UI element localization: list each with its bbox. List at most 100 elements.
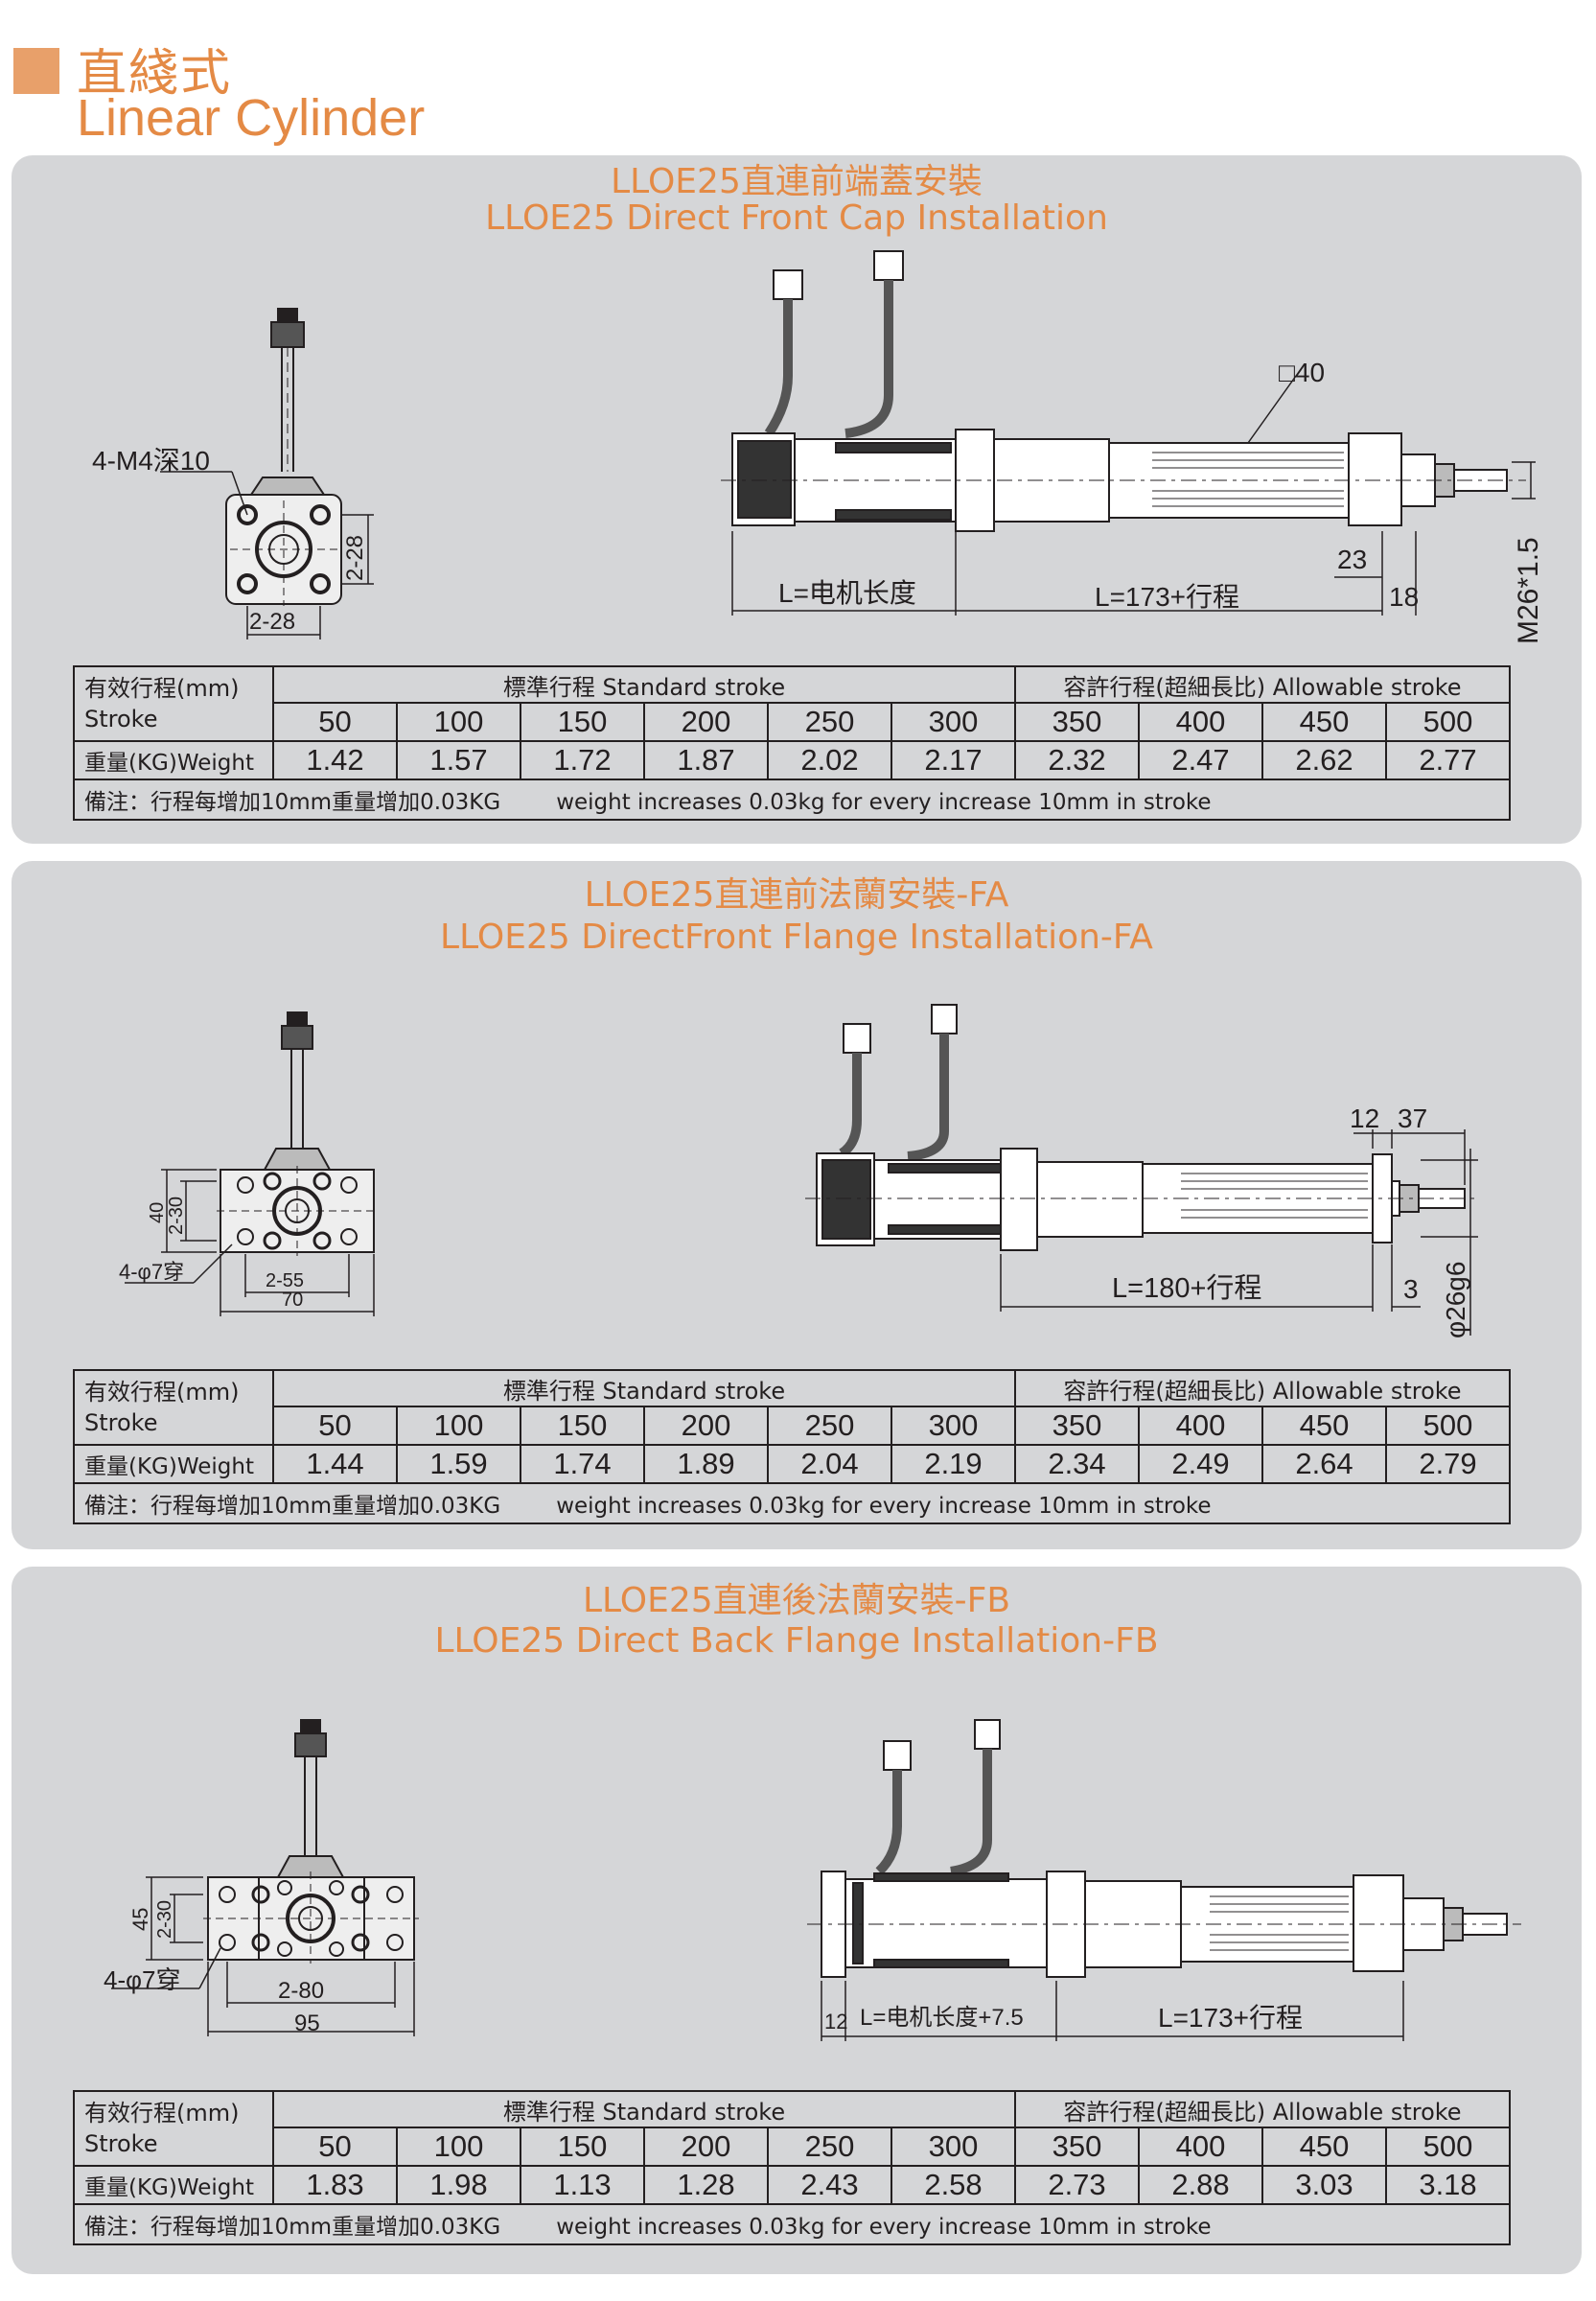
end-view (160, 308, 374, 639)
weight-cell: 2.34 (1014, 1444, 1140, 1484)
stroke-cell: 400 (1138, 1406, 1263, 1446)
stroke-cell: 100 (396, 1406, 521, 1446)
weight-cell: 1.42 (272, 740, 398, 780)
dim-bolt-label: 4-M4深10 (92, 446, 210, 476)
stroke-cell: 50 (272, 1406, 398, 1446)
weight-cell: 3.03 (1261, 2165, 1387, 2205)
weight-cell: 2.32 (1014, 740, 1140, 780)
weight-cell: 2.49 (1138, 1444, 1263, 1484)
dim-23: 23 (1337, 545, 1367, 574)
side-view (805, 1004, 1478, 1336)
section-back-flange-fb: LLOE25直連後法蘭安裝-FB LLOE25 Direct Back Flan… (12, 1567, 1582, 2274)
stroke-cell: 350 (1014, 1406, 1140, 1446)
stroke-cell: 500 (1385, 702, 1511, 742)
stroke-cell: 500 (1385, 2127, 1511, 2167)
weight-cell: 2.43 (767, 2165, 892, 2205)
dim-pitch-v: 2-30 (154, 1900, 175, 1939)
weight-cell: 1.13 (520, 2165, 645, 2205)
connector-icon (873, 250, 904, 281)
stroke-row: 50 100 150 200 250 300 350 400 450 500 (74, 702, 1511, 742)
stroke-cell: 250 (767, 702, 892, 742)
dim-body-length: L=180+行程 (1112, 1272, 1261, 1304)
side-view (721, 250, 1536, 616)
stroke-cell: 50 (272, 2127, 398, 2167)
standard-stroke-header: 標準行程 Standard stroke (272, 665, 1016, 704)
stroke-cell: 350 (1014, 702, 1140, 742)
stroke-cell: 100 (396, 702, 521, 742)
weight-cell: 2.64 (1261, 1444, 1387, 1484)
weight-cell: 2.17 (891, 740, 1016, 780)
weight-cell: 2.77 (1385, 740, 1511, 780)
stroke-row: 50 100 150 200 250 300 350 400 450 500 (74, 1406, 1511, 1446)
weight-cell: 1.74 (520, 1444, 645, 1484)
stroke-cell: 300 (891, 2127, 1016, 2167)
dim-pitch-v: 2-28 (342, 535, 368, 581)
dim-shaft: φ26g6 (1441, 1262, 1470, 1338)
section-title-zh: LLOE25直連前法蘭安裝-FA (584, 875, 1009, 915)
dim-width: 70 (282, 1290, 303, 1311)
note-en: weight increases 0.03kg for every increa… (556, 1494, 1212, 1519)
weight-cell: 1.72 (520, 740, 645, 780)
weight-cell: 2.73 (1014, 2165, 1140, 2205)
dim-motor-length: L=电机长度 (778, 578, 916, 608)
stroke-cell: 450 (1261, 2127, 1387, 2167)
dim-height: 40 (147, 1202, 168, 1223)
spec-table-front-flange: 有效行程(mm)Stroke 標準行程 Standard stroke 容許行程… (73, 1369, 1511, 1524)
note-zh: 備注：行程每增加10mm重量增加0.03KG (84, 2215, 501, 2240)
stroke-cell: 150 (520, 1406, 645, 1446)
stroke-cell: 250 (767, 1406, 892, 1446)
weight-cell: 1.28 (643, 2165, 769, 2205)
section-title-zh: LLOE25直連前端蓋安裝 (611, 162, 983, 201)
stroke-label: 有效行程(mm)Stroke (73, 2090, 274, 2167)
weight-label: 重量(KG)Weight (73, 1444, 274, 1484)
weight-cell: 3.18 (1385, 2165, 1511, 2205)
side-view (807, 1719, 1521, 2041)
note-row: 備注：行程每增加10mm重量增加0.03KG weight increases 0… (73, 2203, 1511, 2245)
note-en: weight increases 0.03kg for every increa… (556, 790, 1212, 815)
front-cap-drawing: 4-M4深10 2-28 2-28 (92, 250, 1544, 644)
connector-icon (773, 269, 803, 300)
dim-body-length: L=173+行程 (1095, 582, 1239, 612)
weight-cell: 1.83 (272, 2165, 398, 2205)
dim-37: 37 (1398, 1104, 1427, 1133)
end-view (111, 1719, 419, 2036)
section-title-en: LLOE25 DirectFront Flange Installation-F… (440, 918, 1153, 957)
weight-cell: 2.04 (767, 1444, 892, 1484)
allowable-stroke-header: 容許行程(超細長比) Allowable stroke (1014, 2090, 1511, 2128)
connector-icon (931, 1004, 958, 1034)
header-accent-square (13, 48, 59, 94)
note-zh: 備注：行程每增加10mm重量增加0.03KG (84, 790, 501, 815)
connector-plug-icon (281, 1025, 313, 1050)
weight-cell: 1.57 (396, 740, 521, 780)
stroke-cell: 300 (891, 702, 1016, 742)
weight-cell: 2.47 (1138, 740, 1263, 780)
dim-body-length: L=173+行程 (1158, 2003, 1303, 2033)
note-zh: 備注：行程每增加10mm重量增加0.03KG (84, 1494, 501, 1519)
stroke-cell: 400 (1138, 2127, 1263, 2167)
allowable-stroke-header: 容許行程(超細長比) Allowable stroke (1014, 1369, 1511, 1407)
page-title-en: Linear Cylinder (77, 89, 426, 147)
stroke-label: 有效行程(mm)Stroke (73, 1369, 274, 1446)
weight-cell: 2.19 (891, 1444, 1016, 1484)
note-row: 備注：行程每增加10mm重量增加0.03KG weight increases 0… (73, 779, 1511, 821)
stroke-cell: 200 (643, 2127, 769, 2167)
stroke-row: 50 100 150 200 250 300 350 400 450 500 (74, 2127, 1511, 2167)
dim-pitch: 2-80 (278, 1978, 324, 2004)
weight-cell: 2.88 (1138, 2165, 1263, 2205)
standard-stroke-header: 標準行程 Standard stroke (272, 1369, 1016, 1407)
weight-cell: 1.98 (396, 2165, 521, 2205)
weight-cell: 2.02 (767, 740, 892, 780)
stroke-cell: 450 (1261, 702, 1387, 742)
dim-height: 45 (128, 1908, 152, 1931)
stroke-cell: 300 (891, 1406, 1016, 1446)
dim-square: □40 (1279, 358, 1325, 387)
weight-row: 重量(KG)Weight 1.44 1.59 1.74 1.89 2.04 2.… (73, 1444, 1511, 1484)
dim-width: 95 (294, 2010, 320, 2036)
dim-pitch-v: 2-30 (166, 1197, 187, 1235)
weight-cell: 2.62 (1261, 740, 1387, 780)
spec-table-front-cap: 有效行程(mm)Stroke 標準行程 Standard stroke 容許行程… (73, 665, 1511, 821)
weight-cell: 1.44 (272, 1444, 398, 1484)
stroke-cell: 500 (1385, 1406, 1511, 1446)
note-en: weight increases 0.03kg for every increa… (556, 2215, 1212, 2240)
dim-holes: 4-φ7穿 (104, 1965, 180, 1994)
